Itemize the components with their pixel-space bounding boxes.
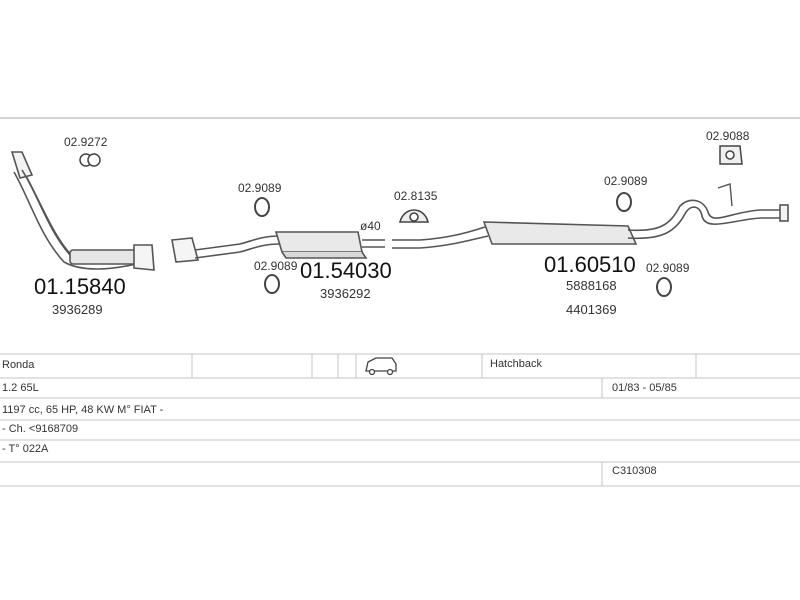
vehicle-chassis: - Ch. <9168709 <box>2 423 79 435</box>
hanger-02-9088-label: 02.9088 <box>706 129 750 143</box>
front-pipe-part-number: 01.15840 <box>34 274 126 299</box>
rear-silencer-part-number: 01.60510 <box>544 252 636 277</box>
ring-02-9089-b-label: 02.9089 <box>254 259 298 273</box>
hanger-02-8135-icon <box>398 209 430 223</box>
pipe-diameter-label: ø40 <box>360 219 381 233</box>
clamp-02-9272-label: 02.9272 <box>64 135 108 149</box>
vehicle-body-type: Hatchback <box>490 358 542 370</box>
vehicle-type-code: - T° 022A <box>2 443 49 455</box>
rear-silencer-oe-number-1: 5888168 <box>566 278 617 293</box>
centre-silencer-oe-number: 3936292 <box>320 286 371 301</box>
clamp-02-9272-icon <box>79 153 101 167</box>
ring-02-9089-c-label: 02.9089 <box>604 174 648 188</box>
ring-02-9089-b-icon <box>264 274 280 294</box>
vehicle-model: Ronda <box>2 359 35 371</box>
vehicle-years: 01/83 - 05/85 <box>612 382 677 394</box>
vehicle-info-table <box>0 353 800 487</box>
catalog-code: C310308 <box>612 465 657 477</box>
front-pipe-part <box>10 151 155 271</box>
centre-silencer-part <box>171 231 385 263</box>
ring-02-9089-d-label: 02.9089 <box>646 261 690 275</box>
rear-silencer-oe-number-2: 4401369 <box>566 302 617 317</box>
vehicle-spec: 1197 cc, 65 HP, 48 KW M° FIAT - <box>2 404 164 416</box>
hanger-02-8135-label: 02.8135 <box>394 189 438 203</box>
hanger-02-9088-icon <box>719 145 743 165</box>
front-pipe-oe-number: 3936289 <box>52 302 103 317</box>
ring-02-9089-a-icon <box>254 197 270 217</box>
centre-silencer-part-number: 01.54030 <box>300 258 392 283</box>
rear-silencer-part <box>392 183 789 249</box>
ring-02-9089-d-icon <box>656 277 672 297</box>
hatchback-car-icon <box>365 357 397 376</box>
ring-02-9089-a-label: 02.9089 <box>238 181 282 195</box>
vehicle-engine: 1.2 65L <box>2 382 39 394</box>
ring-02-9089-c-icon <box>616 192 632 212</box>
